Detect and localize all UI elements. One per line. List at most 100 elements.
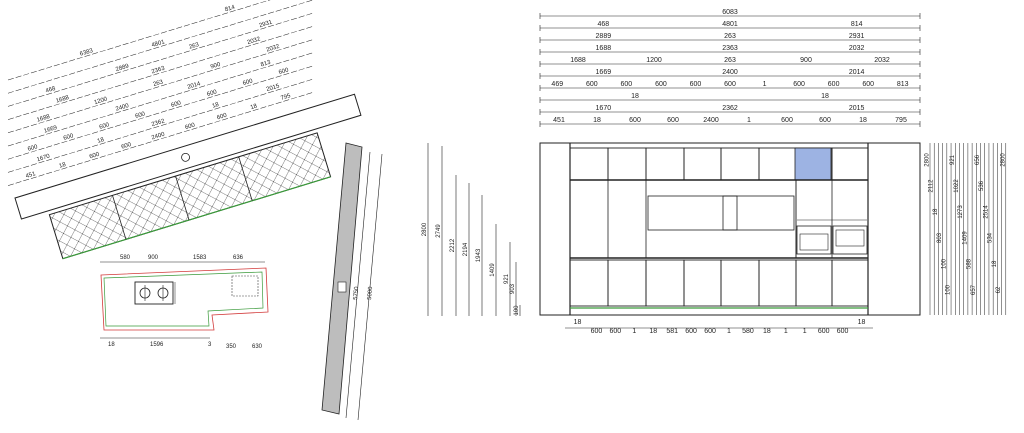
elev-bottom-label: 600	[704, 328, 716, 335]
plan-dim-label: 18	[212, 102, 221, 110]
wall-dim-label: 5000	[367, 286, 374, 300]
plan-vdim-label: 903	[510, 283, 516, 294]
plan-dim-line	[7, 65, 315, 160]
plan-dim-label: 1688	[36, 114, 51, 124]
plan-dim-label: 2015	[266, 83, 281, 93]
plan-dim-line	[7, 0, 315, 94]
elev-bottom-label: 1	[784, 328, 788, 335]
plan-dim-label: 2032	[247, 36, 262, 46]
plan-vdim-label: 1943	[476, 248, 482, 262]
elev-dim-label: 2400	[703, 117, 719, 124]
elev-vdim-label: 62	[996, 286, 1002, 293]
elev-dim-label: 814	[851, 21, 863, 28]
elev-bottom-label: 18	[763, 328, 771, 335]
plan-dim-label: 600	[135, 111, 147, 120]
plan-dim-label: 900	[210, 62, 222, 71]
plan-dim-label: 18	[59, 162, 68, 170]
elev-vdim-label: 100	[946, 284, 952, 295]
elev-dim-label: 18	[859, 117, 867, 124]
plan-dim-label: 2014	[187, 81, 202, 91]
elev-dim-label: 813	[897, 81, 909, 88]
floor-plan: 6383814480146828892632931168823632032168…	[7, 0, 521, 421]
plan-vdim-label: 2800	[422, 222, 428, 236]
elev-dim-label: 600	[862, 81, 874, 88]
plan-dim-label: 2400	[151, 132, 166, 142]
elev-vdim-label: 18	[933, 208, 939, 215]
elev-bottom-label: 600	[610, 328, 622, 335]
elev-vdim-label: 536	[979, 180, 985, 191]
plan-dim-line	[7, 52, 315, 147]
elev-dim-label: 469	[551, 81, 563, 88]
elev-dim-label: 2015	[849, 105, 865, 112]
elev-bottom-label: 1	[727, 328, 731, 335]
elev-dim-label: 600	[690, 81, 702, 88]
island-dim-label: 636	[233, 255, 244, 261]
elev-dim-label: 263	[724, 57, 736, 64]
plan-dim-label: 600	[206, 89, 218, 98]
elev-dim-label: 2032	[849, 45, 865, 52]
island-dim-label: 580	[120, 255, 131, 261]
elev-dim-label: 2014	[849, 69, 865, 76]
elev-dim-label: 451	[553, 117, 565, 124]
elev-dim-label: 2400	[722, 69, 738, 76]
plan-dim-label: 600	[242, 78, 254, 87]
elev-dim-label: 600	[724, 81, 736, 88]
elev-dim-label: 1688	[570, 57, 586, 64]
elev-dim-label: 600	[828, 81, 840, 88]
plan-dim-label: 2400	[115, 103, 130, 113]
elev-bottom-label: 581	[666, 328, 678, 335]
elev-dim-label: 18	[593, 117, 601, 124]
plan-wall-band	[14, 93, 362, 260]
elev-dim-label: 18	[631, 93, 639, 100]
elev-dim-label: 263	[724, 33, 736, 40]
plan-island: 580 900 1583 636 18 1596 3 350 630	[100, 255, 269, 350]
plan-dim-label: 600	[99, 122, 111, 131]
elev-dim-label: 2889	[596, 33, 612, 40]
elev-bottom-label: 1	[803, 328, 807, 335]
elev-bottom-label: 580	[742, 328, 754, 335]
plan-dim-row: 4801	[7, 0, 315, 94]
elev-dim-label: 600	[655, 81, 667, 88]
elev-dim-label: 2931	[849, 33, 865, 40]
oven-icon	[796, 225, 832, 255]
plan-dim-label: 263	[153, 79, 165, 88]
plan-dim-label: 2032	[266, 44, 281, 54]
elev-vdim-label: 657	[971, 284, 977, 295]
elev-vdim-label: 656	[975, 154, 981, 165]
plan-marker-icon	[181, 152, 190, 162]
plan-dimension-lines: 6383814480146828892632931168823632032168…	[7, 0, 315, 186]
island-dim-label: 1583	[193, 255, 207, 261]
elev-bottom-label: 18	[858, 319, 866, 326]
elev-dim-label: 4801	[722, 21, 738, 28]
elevation-height-dimensions: 2800211218803100100921102212731409588657…	[925, 143, 1006, 315]
plan-dim-label: 451	[25, 171, 37, 180]
elev-dim-label: 600	[629, 117, 641, 124]
microwave-icon	[832, 225, 868, 255]
base-cabinets	[569, 257, 869, 307]
selected-cabinet[interactable]	[794, 147, 832, 181]
plan-dim-label: 1669	[43, 125, 58, 135]
elev-dim-label: 2363	[722, 45, 738, 52]
elev-dim-label: 1	[763, 81, 767, 88]
elev-dim-label: 18	[821, 93, 829, 100]
elev-vdim-label: 921	[950, 154, 956, 165]
plan-vdim-label: 1409	[490, 263, 496, 277]
plan-vdim-label: 2212	[450, 238, 456, 252]
plan-dim-label: 6383	[79, 48, 94, 58]
elev-vdim-label: 534	[988, 232, 994, 243]
elev-bottom-label: 600	[837, 328, 849, 335]
elev-vdim-label: 588	[967, 258, 973, 269]
plan-dim-line	[7, 78, 315, 173]
